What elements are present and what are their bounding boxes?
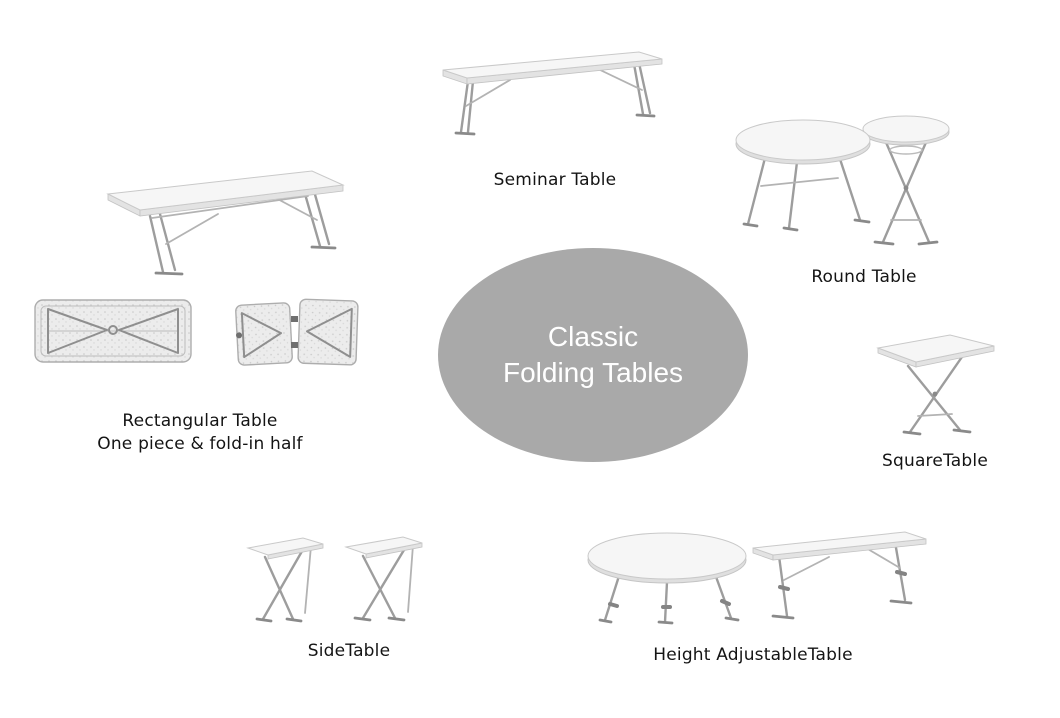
height-adjustable-table-image — [583, 524, 928, 628]
square-table-image — [860, 330, 1005, 458]
folded-half-drawing — [235, 298, 359, 366]
square-table-drawing — [876, 334, 995, 436]
height-adjustable-drawing — [587, 531, 927, 625]
rectangular-table-label: Rectangular Table One piece & fold-in ha… — [52, 410, 348, 456]
badge-title-line2: Folding Tables — [502, 357, 684, 388]
side-table-label: SideTable — [307, 641, 391, 661]
round-table-image — [733, 108, 978, 260]
rectangular-table-folded-flat-image — [33, 296, 193, 366]
square-table-label: SquareTable — [881, 451, 988, 471]
rectangular-table-drawing — [106, 170, 345, 276]
seminar-table-drawing — [442, 51, 663, 136]
folded-flat-drawing — [34, 299, 192, 363]
badge-title-line1: Classic — [547, 320, 639, 352]
rectangular-table-open-image — [100, 164, 350, 286]
side-table-drawing — [246, 536, 423, 623]
rectangular-table-label-line2: One piece & fold-in half — [97, 434, 303, 454]
round-table-label: Round Table — [811, 267, 917, 287]
side-table-image — [243, 533, 438, 631]
seminar-table-image — [438, 44, 666, 146]
round-table-drawing — [735, 115, 950, 246]
seminar-table-label: Seminar Table — [493, 170, 617, 190]
center-title-badge: Classic Folding Tables — [438, 248, 748, 462]
rectangular-table-folded-half-image — [233, 290, 363, 376]
height-adjustable-table-label: Height AdjustableTable — [653, 645, 853, 665]
rectangular-table-label-line1: Rectangular Table — [122, 411, 278, 431]
